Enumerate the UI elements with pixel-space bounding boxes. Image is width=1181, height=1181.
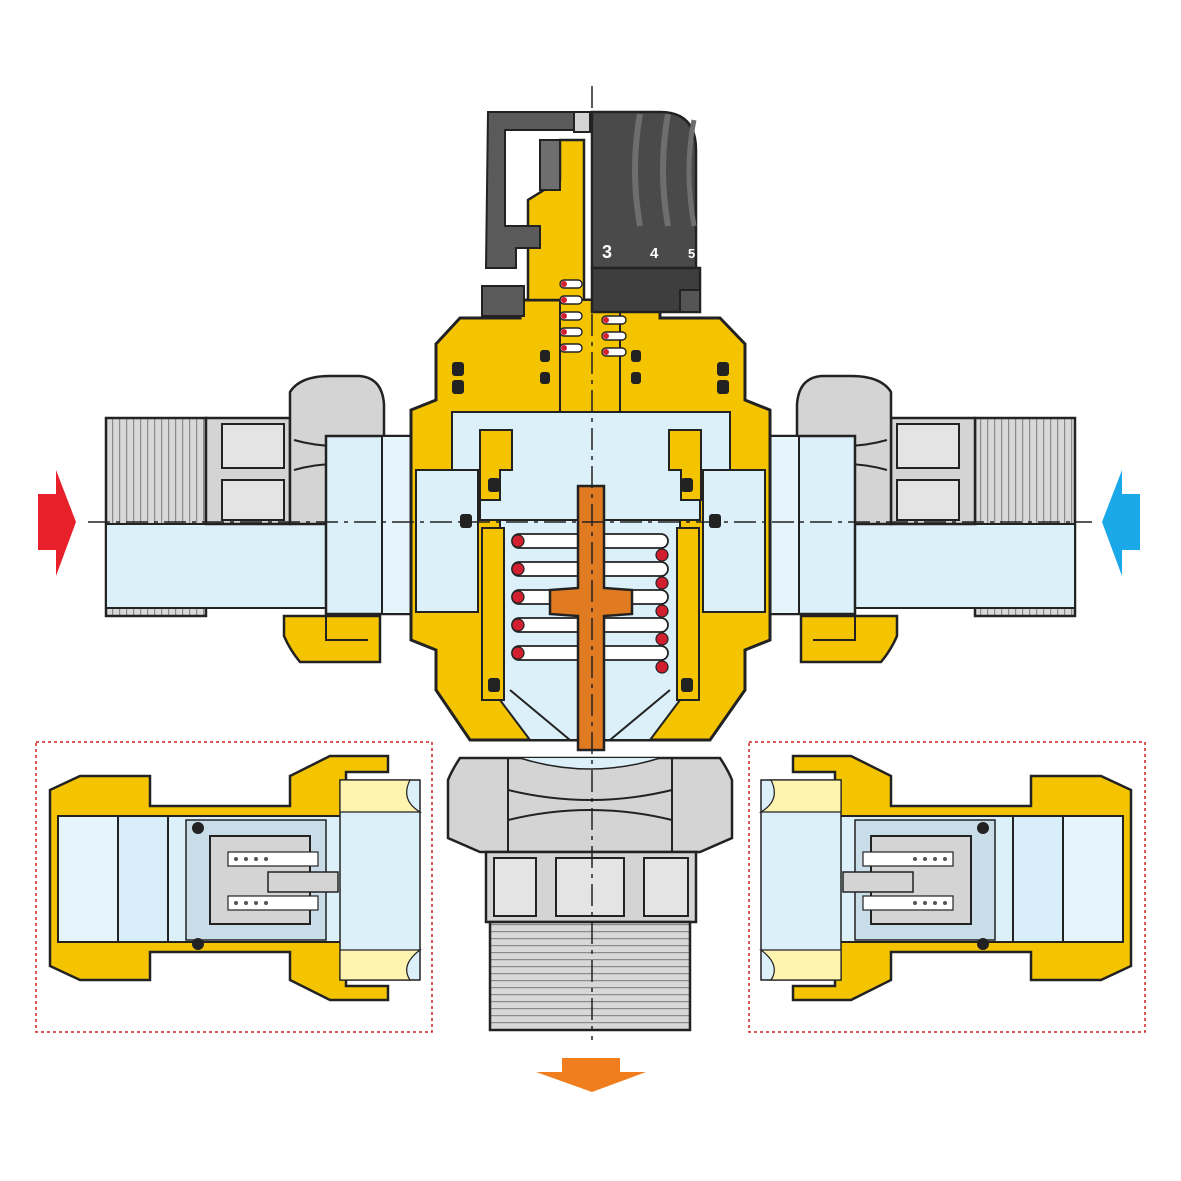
outlet-thread: [488, 920, 692, 1032]
left-inlet-fitting: [104, 374, 416, 664]
right-arrow-icon: [38, 470, 76, 576]
bottom-outlet: [446, 756, 734, 1032]
left-arrow-icon: [1102, 470, 1140, 576]
left-tail-water: [105, 523, 327, 609]
left-passage: [415, 469, 479, 613]
outlet-hex-nut: [446, 756, 734, 854]
center-lines: [88, 86, 1092, 1040]
bonnet: [526, 111, 627, 413]
adjustment-knob: 3 4 5: [481, 110, 702, 317]
right-tail-water: [854, 523, 1076, 609]
spring-dots: [511, 534, 669, 674]
knob-scale-label: 4: [650, 245, 659, 262]
knob-cutaway: [484, 111, 575, 269]
o-rings: [452, 350, 729, 692]
left-check-valve-inset: [35, 741, 433, 1033]
right-inlet-fitting: [765, 374, 1077, 664]
thermostatic-stem: [548, 484, 634, 752]
right-passage: [702, 469, 766, 613]
knob-scale-label: 3: [602, 242, 612, 262]
down-arrow-icon: [536, 1058, 646, 1092]
thermostatic-cartridge: [511, 484, 669, 752]
right-check-valve-inset: [748, 741, 1146, 1033]
knob-scale-label: 5: [688, 246, 695, 261]
